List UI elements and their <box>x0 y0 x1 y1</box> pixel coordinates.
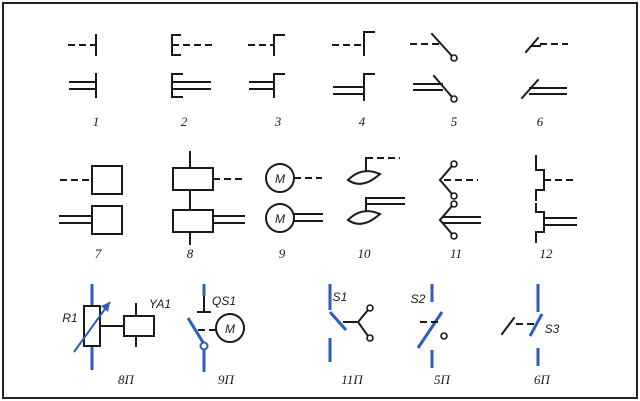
symbol-6p <box>500 284 544 366</box>
symbol-11p <box>328 284 374 362</box>
label-qs1: QS1 <box>212 294 236 308</box>
figure-label-3: 3 <box>274 114 282 129</box>
motor-letter-top: M <box>275 172 285 186</box>
symbol-5 <box>410 32 458 103</box>
figure-label-5: 5 <box>451 114 458 129</box>
symbol-4 <box>332 31 375 101</box>
label-s1: S1 <box>333 290 348 304</box>
symbol-10 <box>346 157 405 225</box>
symbol-5p <box>416 284 448 368</box>
figure-label-4: 4 <box>359 114 366 129</box>
figure-label-5p: 5П <box>434 372 452 387</box>
figure-label-6: 6 <box>537 114 544 129</box>
symbol-1 <box>68 34 97 98</box>
figure-label-9p: 9П <box>218 372 236 387</box>
figure-label-8: 8 <box>187 246 194 261</box>
symbol-8p <box>73 284 155 370</box>
symbol-3 <box>248 34 285 98</box>
label-ya1: YA1 <box>149 297 171 311</box>
symbol-11 <box>438 160 481 240</box>
figure-label-9: 9 <box>279 246 286 261</box>
symbol-8 <box>172 151 245 245</box>
figure-label-12: 12 <box>540 246 554 261</box>
symbol-9p <box>186 284 245 372</box>
symbol-6 <box>520 36 568 100</box>
figure-label-11p: 11П <box>341 372 364 387</box>
figure-label-2: 2 <box>181 114 188 129</box>
motor-letter-bottom: M <box>275 212 285 226</box>
motor-letter-9p: M <box>225 322 235 336</box>
label-s2: S2 <box>411 292 426 306</box>
figure-label-11: 11 <box>450 246 462 261</box>
symbol-9 <box>265 163 323 233</box>
symbol-2 <box>171 34 212 98</box>
figure-label-7: 7 <box>95 246 102 261</box>
symbol-12 <box>535 155 577 243</box>
symbol-7 <box>59 165 123 235</box>
label-r1: R1 <box>62 311 77 325</box>
figure-label-6p: 6П <box>534 372 552 387</box>
label-s3: S3 <box>545 322 560 336</box>
figure-label-8p: 8П <box>118 372 136 387</box>
figure-label-10: 10 <box>358 246 372 261</box>
figure-label-1: 1 <box>93 114 100 129</box>
